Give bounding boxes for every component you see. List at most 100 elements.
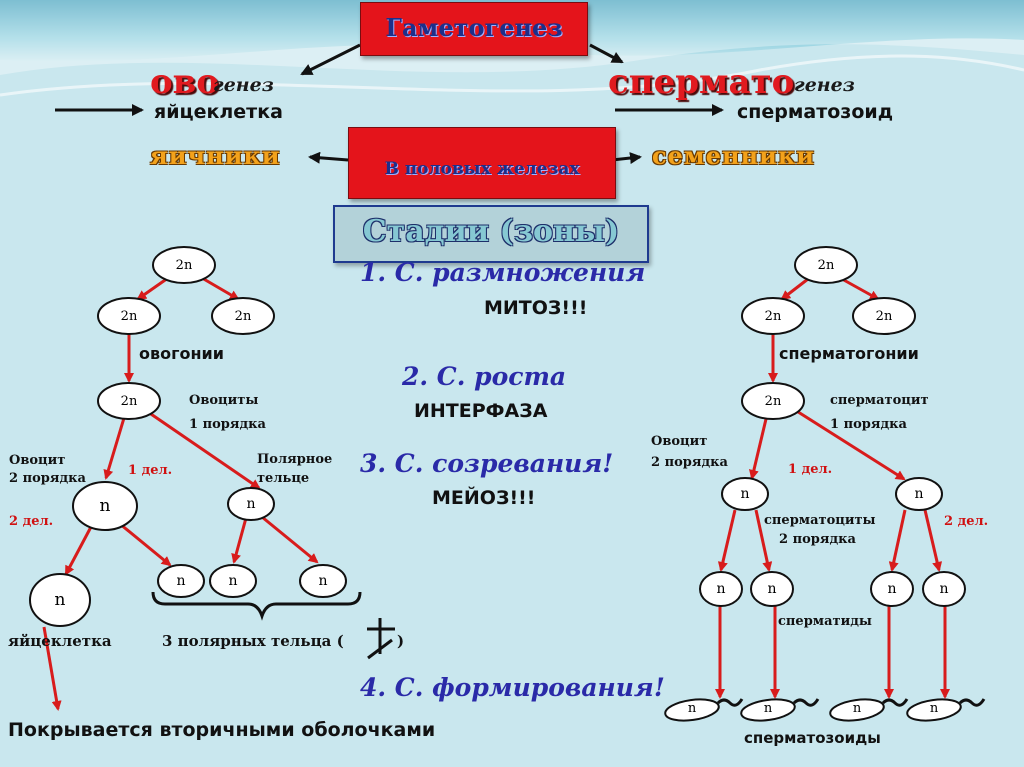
arrow-to-ovaries (308, 151, 349, 164)
sperm-node-n-left-label: n (740, 486, 750, 502)
egg-label: яйцеклетка (8, 632, 112, 650)
arrow-to-spermatogenesis (589, 43, 624, 64)
ovaries-label: яичники (150, 141, 281, 170)
ovo-node-n-oocyte2 (72, 481, 138, 531)
ovogenesis-suffix: генез (213, 74, 274, 96)
ovo-node-n-egg (29, 573, 91, 627)
oocyte2-label-line1: Овоцит (9, 453, 66, 468)
spermatocytes2-label-line1: сперматоциты (764, 513, 876, 528)
polar-bodies-brace (151, 591, 362, 621)
sperm-node-2n-left-label: 2n (764, 309, 782, 324)
oocyte2-label-line2: 2 порядка (9, 471, 86, 486)
sperm-node-n-spermatid-2-label: n (767, 581, 777, 597)
stage-3: 3. С. созревания! (360, 449, 614, 478)
stage-1-process: МИТОЗ!!! (484, 297, 588, 319)
stage-2-process: ИНТЕРФАЗА (414, 400, 548, 422)
polar-body-label-line2: тельце (257, 471, 310, 486)
ovo-division-1: 1 дел. (128, 463, 173, 478)
ovo-division-2: 2 дел. (9, 514, 54, 529)
sperm-node-2n-right-label: 2n (875, 309, 893, 324)
ovo-node-2n-left (97, 297, 161, 335)
spermatozoon-4-label: n (929, 701, 939, 716)
oogonia-label: овогонии (139, 344, 224, 363)
spermatocyte1-label-line2: 1 порядка (830, 417, 907, 432)
stage-4: 4. С. формирования! (360, 673, 665, 702)
ovo-node-2n-right-label: 2n (234, 309, 252, 324)
gonads-box: В половых железах (348, 127, 616, 199)
ovo-node-n-polar-a-label: n (176, 573, 186, 589)
sperm-oocyte2-label-line2: 2 порядка (651, 455, 728, 470)
ovogenesis-prefix: ово (150, 62, 219, 102)
membranes-label: Покрывается вторичными оболочками (8, 719, 436, 741)
ovo-node-n-polar1-label: n (246, 496, 256, 512)
spermatids-label: сперматиды (778, 614, 872, 629)
sperm-node-n-spermatid-1-label: n (716, 581, 726, 597)
sperm-arrows (715, 277, 950, 699)
ovo-node-n-polar-c (299, 564, 347, 598)
title-box: Гаметогенез (360, 2, 588, 56)
oocyte1-label-line1: Овоциты (189, 393, 259, 408)
spermatozoon-1-label: n (687, 701, 697, 716)
oocyte1-label-line2: 1 порядка (189, 417, 266, 432)
sperm-node-n-right-label: n (914, 486, 924, 502)
sperm-division-2: 2 дел. (944, 514, 989, 529)
spermatocytes2-label-line2: 2 порядка (779, 532, 856, 547)
sperm-node-2n-spermatocyte1-label: 2n (764, 394, 782, 409)
ovo-node-n-oocyte2-label: n (99, 496, 111, 516)
sperm-node-n-spermatid-4 (922, 571, 966, 607)
polar-bodies-label: 3 полярных тельца ( (162, 632, 344, 650)
ovo-node-2n-root-label: 2n (175, 258, 193, 273)
ovogenesis-product: яйцеклетка (154, 101, 283, 123)
ovo-node-n-polar-b-label: n (228, 573, 238, 589)
spermatozoon-3-label: n (852, 701, 862, 716)
sperm-node-2n-right (852, 297, 916, 335)
spermatogenesis-suffix: генез (794, 74, 855, 96)
ovo-node-n-polar1 (227, 487, 275, 521)
sperm-division-1: 1 дел. (788, 462, 833, 477)
stage-2: 2. С. роста (402, 362, 567, 391)
spermatozoa-label: сперматозоиды (744, 729, 881, 747)
sperm-node-2n-left (741, 297, 805, 335)
sperm-node-n-left (721, 477, 769, 511)
spermatozoon-4 (906, 698, 986, 722)
stages-title: Стадии (зоны) (362, 214, 620, 249)
spermatozoon-2-label: n (763, 701, 773, 716)
sperm-node-n-spermatid-1 (699, 571, 743, 607)
stage-1: 1. С. размножения (360, 258, 646, 287)
spermatozoon-3 (829, 698, 909, 722)
ovo-node-2n-oocyte1 (97, 382, 161, 420)
spermatogenesis-product: сперматозоид (737, 101, 894, 123)
testes-label: семенники (652, 141, 816, 170)
ovo-node-n-polar-b (209, 564, 257, 598)
sperm-node-2n-spermatocyte1 (741, 382, 805, 420)
stage-3-process: МЕЙОЗ!!! (432, 487, 536, 509)
sperm-node-n-spermatid-3 (870, 571, 914, 607)
sperm-node-n-spermatid-4-label: n (939, 581, 949, 597)
gonads-box-label: В половых железах (384, 159, 580, 179)
page-title: Гаметогенез (385, 13, 563, 42)
ovo-node-2n-right (211, 297, 275, 335)
spermatogenesis-prefix: спермато (608, 62, 795, 102)
ovo-node-n-polar-c-label: n (318, 573, 328, 589)
ovo-node-n-polar-a (157, 564, 205, 598)
spermatozoon-2 (740, 698, 820, 722)
polar-body-label-line1: Полярное (257, 452, 333, 467)
sperm-oocyte2-label-line1: Овоцит (651, 434, 708, 449)
polar-bodies-close-paren: ) (397, 632, 405, 650)
sperm-node-n-spermatid-3-label: n (887, 581, 897, 597)
arrow-to-ovogenesis (300, 43, 361, 76)
spermatozoa-shapes (664, 698, 986, 722)
sperm-node-n-spermatid-2 (750, 571, 794, 607)
sperm-node-2n-root-label: 2n (817, 258, 835, 273)
arrow-to-testes (611, 152, 642, 165)
ovo-node-n-egg-label: n (54, 590, 66, 610)
sperm-node-n-right (895, 477, 943, 511)
ovo-nodes (29, 246, 347, 627)
top-black-arrows (55, 43, 724, 165)
stages-box: Стадии (зоны) (333, 205, 649, 263)
spermatogonia-label: сперматогонии (779, 344, 919, 363)
crossed-symbol (367, 618, 395, 660)
ovo-node-2n-left-label: 2n (120, 309, 138, 324)
sperm-nodes (699, 246, 966, 607)
spermatozoon-1 (664, 698, 744, 722)
